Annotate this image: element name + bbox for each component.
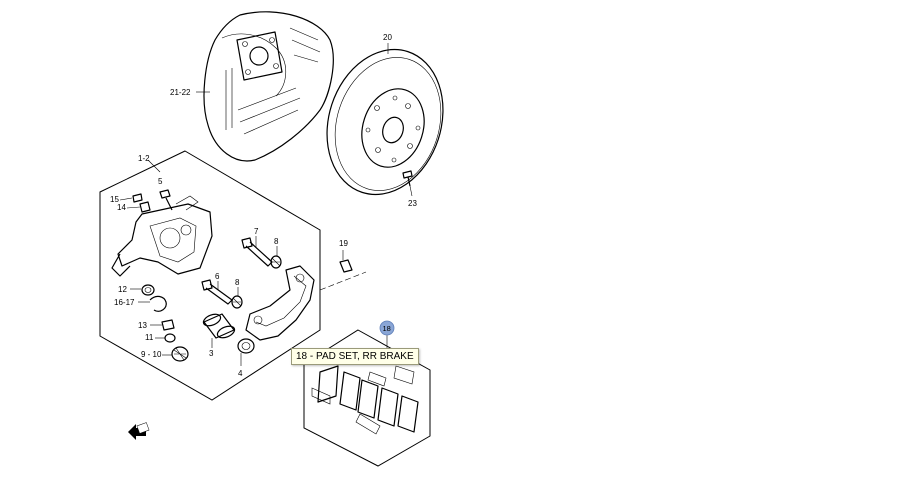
boot-8-lower[interactable]	[231, 295, 243, 309]
label-20: 20	[383, 33, 392, 42]
piston-3[interactable]	[202, 312, 236, 340]
label-13: 13	[138, 321, 147, 330]
caliper-assembly-box	[99, 150, 321, 401]
brake-pad-set[interactable]	[311, 365, 419, 435]
bolt-19[interactable]	[339, 259, 353, 273]
label-8-lower: 8	[235, 278, 240, 287]
label-15: 15	[110, 195, 119, 204]
label-9-10: 9 - 10	[141, 350, 162, 359]
dust-shield[interactable]	[203, 11, 334, 162]
hotspot-18-label: 18	[383, 324, 391, 333]
label-5: 5	[158, 177, 163, 186]
label-23: 23	[408, 199, 417, 208]
seal-4[interactable]	[237, 338, 255, 354]
washer-11[interactable]	[164, 333, 176, 343]
ring-12[interactable]	[141, 284, 155, 296]
brake-disc[interactable]	[309, 34, 461, 209]
fwd-arrow-icon	[128, 422, 150, 440]
part-tooltip: 18 - PAD SET, RR BRAKE	[291, 348, 419, 365]
label-14: 14	[117, 203, 126, 212]
label-19: 19	[339, 239, 348, 248]
nut-13[interactable]	[161, 319, 175, 331]
label-16-17: 16-17	[114, 298, 135, 307]
label-1-2: 1-2	[138, 154, 150, 163]
screw-23[interactable]	[402, 170, 413, 187]
label-11: 11	[145, 333, 154, 342]
guide-pin-7[interactable]	[241, 237, 273, 267]
label-6: 6	[215, 272, 220, 281]
caliper-body[interactable]	[111, 195, 213, 277]
label-7: 7	[254, 227, 259, 236]
label-21-22: 21-22	[170, 88, 191, 97]
spring-9-10[interactable]	[171, 346, 189, 362]
clip-16-17[interactable]	[149, 295, 167, 312]
boot-8-upper[interactable]	[270, 255, 282, 269]
caliper-bracket[interactable]	[245, 265, 315, 341]
bolt-5[interactable]	[159, 189, 173, 211]
hotspot-18[interactable]: 18	[379, 320, 395, 336]
label-4: 4	[238, 369, 243, 378]
guide-pin-6[interactable]	[201, 279, 233, 305]
label-3: 3	[209, 349, 214, 358]
label-12: 12	[118, 285, 127, 294]
bleeder-cap-14[interactable]	[139, 201, 151, 213]
bleeder-screw-15[interactable]	[132, 193, 143, 203]
label-8-upper: 8	[274, 237, 279, 246]
